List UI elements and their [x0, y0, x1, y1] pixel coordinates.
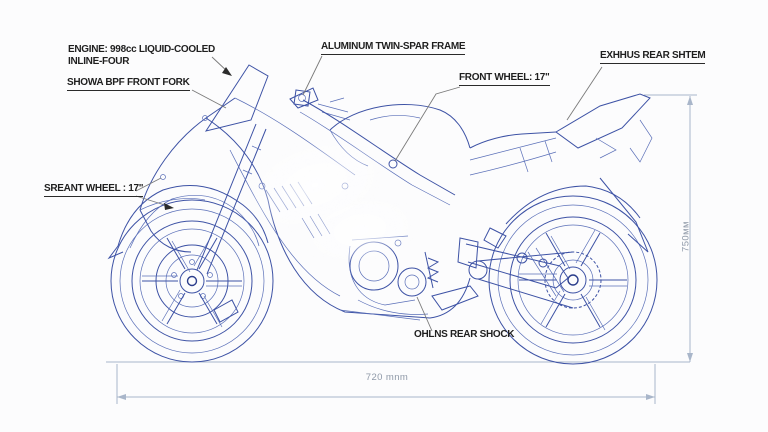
front-fork-label: SHOWA BPF FRONT FORK — [67, 77, 190, 91]
engine-label-line2: INLINE-FOUR — [68, 55, 130, 67]
leader-lines — [135, 55, 603, 332]
engine-label-line1: ENGINE: 998cc LIQUID-COOLED — [68, 44, 215, 55]
exhaust-label: EXHHUS REAR SHTEM — [600, 50, 706, 64]
rear-shock-label: OHLNS REAR SHOCK — [414, 329, 515, 340]
length-dimension-text: 720 mnm — [365, 372, 409, 383]
rear-wheel-drawing — [488, 195, 658, 365]
front-wheel-drawing — [110, 199, 274, 363]
frame-label: ALUMINUM TWIN-SPAR FRAME — [321, 41, 466, 55]
height-dimension-text: 750мм — [680, 221, 692, 252]
dimension-lines — [106, 94, 697, 404]
bodywork-drawing — [107, 64, 653, 321]
engine-label: ENGINE: 998cc LIQUID-COOLED INLINE-FOUR — [68, 44, 215, 67]
swingarm-chain-drawing — [457, 237, 574, 309]
front-wheel-label: FRONT WHEEL: 17" — [459, 72, 550, 86]
rear-wheel-label: SREANT WHEEL : 17" — [44, 183, 143, 197]
